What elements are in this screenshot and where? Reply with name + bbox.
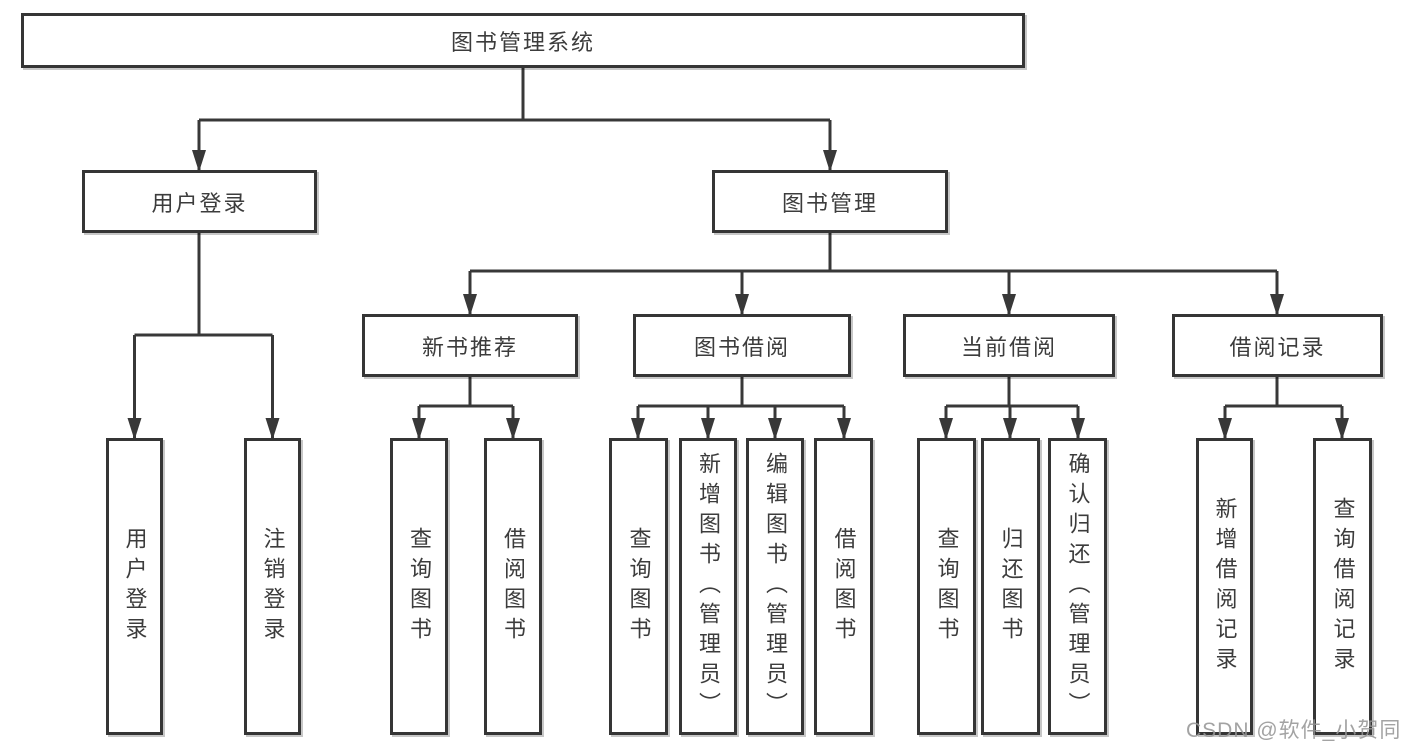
node-user-login: 用户登录 [82,170,317,233]
connector-current-borrow-branch [946,377,1078,408]
node-current-borrow: 当前借阅 [903,314,1115,377]
leaf-borrow-books-recommend-label: 借阅图书 [501,526,526,647]
connector-book-management-branch [470,233,1277,273]
node-new-book-recommend: 新书推荐 [362,314,578,377]
leaf-query-books-recommend-label: 查询图书 [407,526,432,647]
node-book-borrow-label: 图书借阅 [693,334,790,360]
connector-borrow-records-branch [1225,377,1342,408]
node-current-borrow-label: 当前借阅 [960,334,1057,360]
leaf-user-login-label: 用户登录 [122,526,148,647]
leaf-edit-book-admin-label: 编辑图书（管理员） [763,451,788,722]
node-borrow-records-label: 借阅记录 [1229,334,1326,360]
leaf-borrow-books-recommend: 借阅图书 [484,438,542,735]
leaf-query-books-borrow: 查询图书 [609,438,668,735]
connector-new-book-branch [419,377,513,408]
leaf-confirm-return-admin-label: 确认归还（管理员） [1065,451,1091,722]
node-borrow-records: 借阅记录 [1172,314,1383,377]
leaf-add-book-admin-label: 新增图书（管理员） [696,451,721,722]
node-root-label: 图书管理系统 [450,29,595,55]
connector-root-branch [199,68,830,122]
connector-user-login-branch [134,233,273,337]
node-root: 图书管理系统 [21,13,1025,68]
leaf-query-books-recommend: 查询图书 [390,438,448,735]
leaf-add-borrow-record-label: 新增借阅记录 [1212,496,1238,677]
leaf-logout: 注销登录 [244,438,301,735]
leaf-return-book: 归还图书 [981,438,1040,735]
leaf-add-book-admin: 新增图书（管理员） [679,438,737,735]
node-book-management: 图书管理 [712,170,948,233]
connector-book-borrow-branch [638,377,844,408]
leaf-return-book-label: 归还图书 [998,526,1024,647]
leaf-logout-label: 注销登录 [260,526,286,647]
leaf-query-books-current: 查询图书 [917,438,976,735]
node-book-management-label: 图书管理 [781,190,878,216]
leaf-borrow-books: 借阅图书 [814,438,873,735]
leaf-confirm-return-admin: 确认归还（管理员） [1048,438,1107,735]
node-new-book-recommend-label: 新书推荐 [421,334,518,360]
leaf-add-borrow-record: 新增借阅记录 [1196,438,1253,735]
csdn-watermark: CSDN @软件_小贺同学 [1186,719,1402,742]
leaf-borrow-books-label: 借阅图书 [831,526,857,647]
node-book-borrow: 图书借阅 [633,314,851,377]
leaf-query-borrow-record-label: 查询借阅记录 [1330,496,1356,677]
node-user-login-label: 用户登录 [151,190,248,216]
leaf-query-borrow-record: 查询借阅记录 [1313,438,1372,735]
leaf-user-login: 用户登录 [106,438,163,735]
leaf-edit-book-admin: 编辑图书（管理员） [746,438,804,735]
leaf-query-books-borrow-label: 查询图书 [626,526,652,647]
leaf-query-books-current-label: 查询图书 [934,526,960,647]
